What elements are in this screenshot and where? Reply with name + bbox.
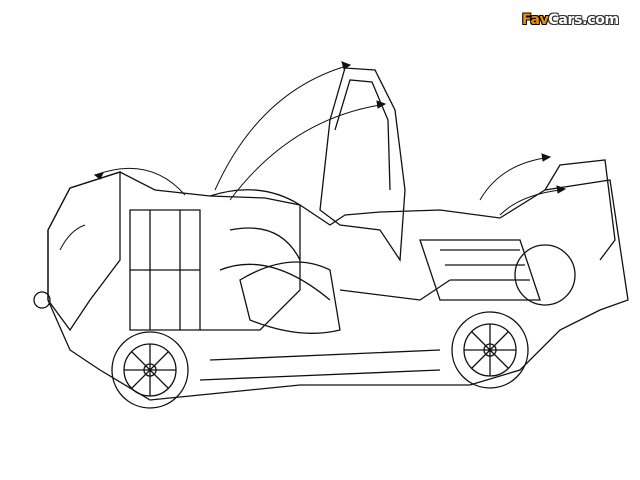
rear-hatch [47,171,121,332]
front-hood [544,159,616,261]
seat [239,261,341,334]
watermark-domain: Cars.com [548,12,619,28]
rear-wheel [111,331,189,409]
favcars-watermark: FavCars.com [522,12,619,28]
motion-arrows [59,61,567,251]
car-body-outline [47,171,629,401]
gullwing-door [319,67,406,262]
front-wheel [451,311,529,389]
rear-badge [33,291,51,309]
watermark-brand: Fav [522,12,549,28]
